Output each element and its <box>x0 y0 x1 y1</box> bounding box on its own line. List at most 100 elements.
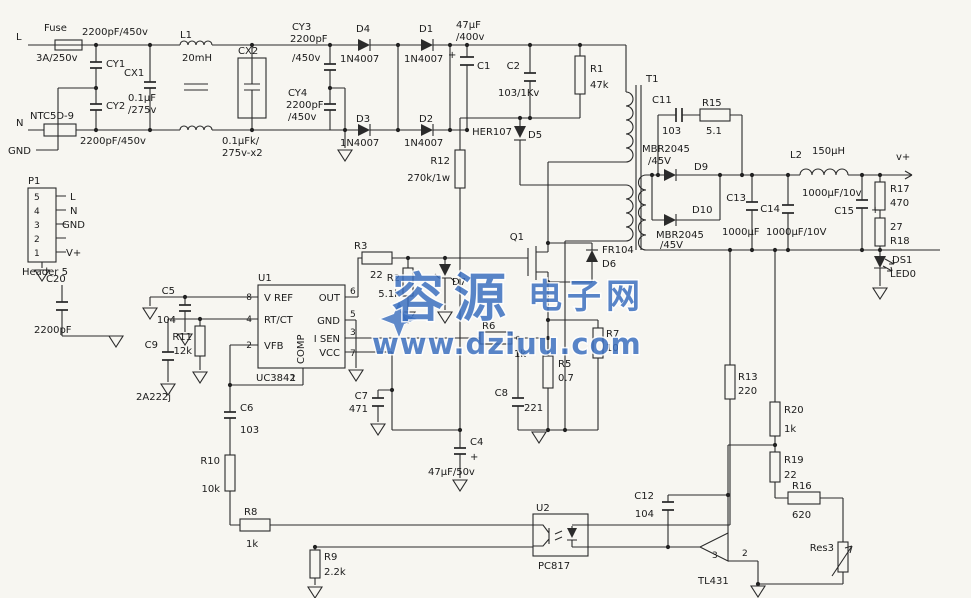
label-cy2-ref: CY2 <box>106 101 125 112</box>
label-r18-val: 27 <box>890 222 903 233</box>
label-cy1-val: 2200pF/450v <box>82 27 148 38</box>
label-u1-pin-isen: I SEN <box>314 334 340 345</box>
label-u1-num5: 5 <box>350 310 356 320</box>
label-d1-ref: D1 <box>419 24 433 35</box>
watermark-logo-icon <box>378 298 420 340</box>
cap-c13 <box>746 201 758 211</box>
label-c8-val: 221 <box>524 403 543 414</box>
label-cx1-v1: 0.1μF <box>128 93 156 104</box>
label-p1-pin1: 1 <box>34 249 40 259</box>
resistor-r17-symbol <box>874 181 886 211</box>
label-c5-val: 104 <box>157 315 176 326</box>
zener-d7-symbol <box>434 264 456 283</box>
label-r7-ref: R7 <box>606 329 619 340</box>
label-cy4-ref: CY4 <box>288 88 307 99</box>
label-u1-pin-gnd: GND <box>317 316 340 327</box>
wire-secondary <box>646 114 940 286</box>
label-r19-ref: R19 <box>784 455 804 466</box>
transformer-t1-symbol <box>625 85 647 251</box>
label-d3-ref: D3 <box>356 114 370 125</box>
label-l2-ref: L2 <box>790 150 802 161</box>
label-c11-val: 103 <box>662 126 681 137</box>
label-r17-ref: R17 <box>890 184 910 195</box>
watermark-url: www.dziuu.com <box>372 327 642 361</box>
label-c12-ref: C12 <box>634 491 654 502</box>
watermark-word2: 电子网 <box>528 277 645 317</box>
label-c9-val: 2A222j <box>136 392 171 403</box>
watermark-word1: 容源 <box>392 269 516 329</box>
label-u1-pin-rtct: RT/CT <box>264 315 294 326</box>
resistor-r18-symbol <box>874 217 886 247</box>
mosfet-q1-symbol <box>527 246 548 280</box>
label-u1-num6: 6 <box>350 287 356 297</box>
label-r13-ref: R13 <box>738 372 758 383</box>
label-u3-p3: 3 <box>712 551 718 561</box>
label-ntc-ref: NTC5D-9 <box>30 111 74 122</box>
label-r6-val: 1k <box>514 349 526 360</box>
label-c6-val: 103 <box>240 425 259 436</box>
cap-c12 <box>662 501 674 511</box>
label-r11-val: 12k <box>173 346 192 357</box>
cap-cy4 <box>324 103 336 111</box>
label-c15-plus: + <box>871 205 879 216</box>
resistor-r1-symbol <box>574 55 586 95</box>
label-c6-ref: C6 <box>240 403 253 414</box>
label-u1-num1: 1 <box>290 374 296 384</box>
label-r3-val: 22 <box>370 270 383 281</box>
label-r17-val: 470 <box>890 198 909 209</box>
label-p1-pin2: 2 <box>34 235 40 245</box>
inductor-l2-symbol <box>799 168 849 176</box>
label-u1-num2: 2 <box>246 341 252 351</box>
capacitor-cx2-symbol <box>237 57 267 119</box>
label-cy1-ref: CY1 <box>106 59 125 70</box>
label-ds1-val: LED0 <box>890 269 916 280</box>
label-d9-v1: MBR2045 <box>642 144 690 155</box>
label-r15-val: 5.1 <box>706 126 722 137</box>
label-cy4-v2: /450v <box>288 112 316 123</box>
label-r5-ref: R5 <box>558 359 571 370</box>
ground-symbol <box>307 586 323 598</box>
label-c1-v1: 47μF <box>456 20 481 31</box>
label-r15-ref: R15 <box>702 98 722 109</box>
resistor-r3-symbol <box>361 251 393 265</box>
cap-c15 <box>856 199 868 209</box>
label-r16-ref: R16 <box>792 481 812 492</box>
label-p1-l: L <box>70 192 76 203</box>
label-c15-val: 1000μF/10v <box>802 188 862 199</box>
ground-symbol <box>531 431 547 444</box>
label-r20-val: 1k <box>784 424 796 435</box>
diode-d1-symbol <box>421 39 434 51</box>
choke-l1-symbol <box>179 40 213 131</box>
ground-symbol <box>192 371 208 384</box>
cap-c1 <box>460 56 474 66</box>
label-d3-val: 1N4007 <box>340 138 379 149</box>
resistor-r9-symbol <box>309 549 321 579</box>
label-cx1-ref: CX1 <box>124 68 144 79</box>
resistor-r13-symbol <box>724 364 736 400</box>
resistor-r8-symbol <box>239 518 271 532</box>
cap-c2 <box>524 72 536 82</box>
label-c15-ref: C15 <box>834 206 854 217</box>
label-r9-val: 2.2k <box>324 567 346 578</box>
label-d10-v2: /45V <box>660 240 683 251</box>
label-c9-ref: C9 <box>145 340 158 351</box>
resistor-r19-symbol <box>769 451 781 483</box>
label-r8-ref: R8 <box>244 507 257 518</box>
label-r16-val: 620 <box>792 510 811 521</box>
label-r1-ref: R1 <box>590 64 603 75</box>
label-u1-pin-vcc: VCC <box>319 348 340 359</box>
label-line-l: L <box>16 32 22 43</box>
label-p1-ref: P1 <box>28 176 40 187</box>
diode-d9-symbol <box>664 169 677 181</box>
label-res3-ref: Res3 <box>810 543 834 554</box>
label-c11-ref: C11 <box>652 95 672 106</box>
label-d6-val: FR104 <box>602 245 634 256</box>
label-r12-val: 270k/1w <box>407 173 450 184</box>
label-cx2-v2: 275v-x2 <box>222 148 263 159</box>
resistor-r2-symbol <box>402 267 414 297</box>
ground-symbol <box>872 287 888 300</box>
ground-symbol <box>337 149 353 162</box>
diode-d5-symbol <box>514 126 526 141</box>
resistor-r20-symbol <box>769 401 781 437</box>
